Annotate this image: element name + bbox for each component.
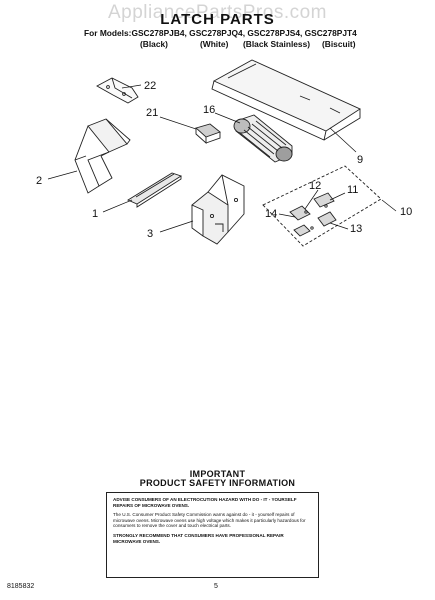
part-3-latch-bracket (191, 174, 245, 245)
callout-12: 12 (309, 180, 321, 192)
callout-16: 16 (203, 104, 215, 116)
safety-recommend-text: STRONGLY RECOMMEND THAT CONSUMERS HAVE P… (113, 532, 284, 544)
callout-10: 10 (400, 206, 412, 218)
models-line: For Models:GSC278PJB4, GSC278PJQ4, GSC27… (84, 28, 357, 38)
callout-2: 2 (36, 175, 42, 187)
part-22-bracket (96, 77, 139, 104)
safety-cpsc-text: The U.S. Consumer Product Safety Commiss… (113, 512, 306, 529)
part-10-switch-assembly (262, 165, 382, 247)
safety-notice-box: ADVISE CONSUMERS OF AN ELECTROCUTION HAZ… (106, 492, 319, 578)
part-21-block (195, 123, 221, 145)
safety-heading-title: PRODUCT SAFETY INFORMATION (139, 478, 296, 488)
callout-1: 1 (92, 208, 98, 220)
callout-22: 22 (144, 80, 156, 92)
callout-14: 14 (265, 208, 277, 220)
color-black-stainless: (Black Stainless) (243, 39, 311, 49)
part-number-footer: 8185832 (7, 583, 35, 590)
page-title: LATCH PARTS (160, 11, 275, 28)
watermark-text: AppliancePartsPros.com (107, 2, 328, 23)
part-9-duct (211, 59, 361, 141)
part-2-cover (74, 118, 131, 194)
safety-warning-text: ADVISE CONSUMERS OF AN ELECTROCUTION HAZ… (113, 497, 297, 508)
callout-9: 9 (357, 154, 363, 166)
callout-11: 11 (347, 184, 358, 196)
part-16-blower (233, 114, 293, 163)
callout-13: 13 (350, 223, 362, 235)
page-number: 5 (214, 583, 218, 590)
color-white: (White) (200, 39, 229, 49)
part-1-strip (127, 172, 183, 208)
color-biscuit: (Biscuit) (322, 39, 356, 49)
color-black: (Black) (140, 39, 168, 49)
safety-heading-important: IMPORTANT (189, 469, 246, 479)
callout-21: 21 (146, 107, 158, 119)
callout-3: 3 (147, 228, 153, 240)
